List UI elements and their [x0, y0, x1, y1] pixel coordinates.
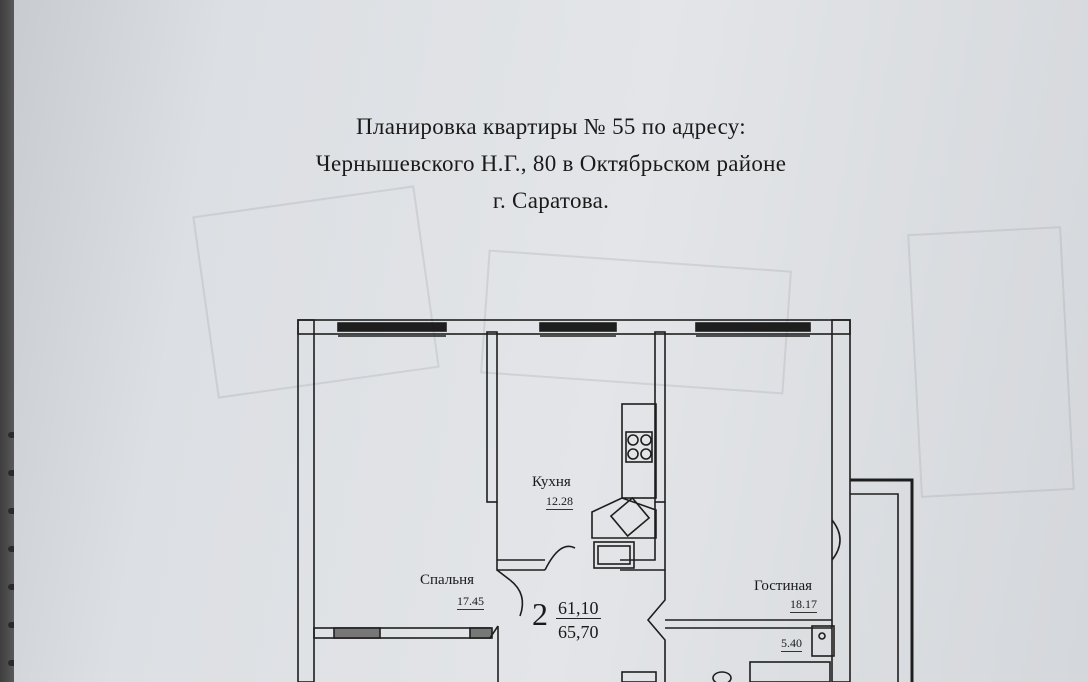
stove — [625, 431, 653, 463]
room-label-living-room: Гостиная — [754, 578, 813, 594]
stove-burner — [640, 434, 652, 446]
stove-burner — [640, 448, 652, 460]
room-area-kitchen: 12.28 — [546, 494, 573, 510]
window — [695, 322, 811, 332]
bathtub — [749, 661, 831, 682]
window — [337, 322, 447, 332]
title-line-1: Планировка квартиры № 55 по адресу: — [356, 114, 746, 139]
bedroom-door — [496, 569, 511, 581]
toilet — [712, 671, 732, 682]
living-area: 61,10 — [556, 598, 601, 619]
bathroom-sink — [811, 625, 835, 657]
kitchen-counter — [621, 403, 657, 499]
document-page: Планировка квартиры № 55 по адресу: Черн… — [14, 0, 1088, 682]
stove-burner — [627, 434, 639, 446]
balcony-wall — [850, 493, 899, 682]
partition-kitchen-living — [654, 331, 666, 503]
outer-wall-left — [297, 319, 315, 682]
document-title: Планировка квартиры № 55 по адресу: Черн… — [14, 108, 1088, 219]
radiator — [333, 627, 381, 639]
title-line-2: Чернышевского Н.Г., 80 в Октябрьском рай… — [315, 151, 787, 176]
bathroom-drain — [818, 632, 826, 640]
outer-wall-right — [831, 319, 851, 682]
room-area-bedroom: 17.45 — [457, 594, 484, 610]
kitchen-cabinet — [593, 541, 635, 569]
room-count: 2 — [532, 596, 548, 632]
wall-niche — [469, 627, 493, 639]
room-area-living-room: 18.17 — [790, 597, 817, 613]
room-area-bathroom: 5.40 — [781, 636, 802, 652]
kitchen-sink-counter — [591, 497, 657, 539]
oven — [597, 545, 631, 565]
sink — [609, 496, 651, 538]
room-label-kitchen: Кухня — [532, 474, 571, 490]
kitchen-door-swing — [544, 545, 576, 571]
living-room-door — [646, 570, 666, 682]
partition-bedroom-kitchen — [486, 331, 498, 503]
balcony-wall — [850, 478, 914, 682]
hall-cabinet — [621, 671, 657, 682]
total-area: 65,70 — [558, 622, 599, 642]
stove-burner — [627, 448, 639, 460]
room-label-bedroom: Спальня — [420, 572, 475, 588]
balcony-door-swing — [831, 519, 841, 561]
title-line-3: г. Саратова. — [492, 188, 610, 213]
kitchen-wall — [620, 502, 656, 561]
wall-segment — [489, 625, 499, 639]
bedroom-door-swing — [509, 579, 524, 617]
window — [539, 322, 617, 332]
